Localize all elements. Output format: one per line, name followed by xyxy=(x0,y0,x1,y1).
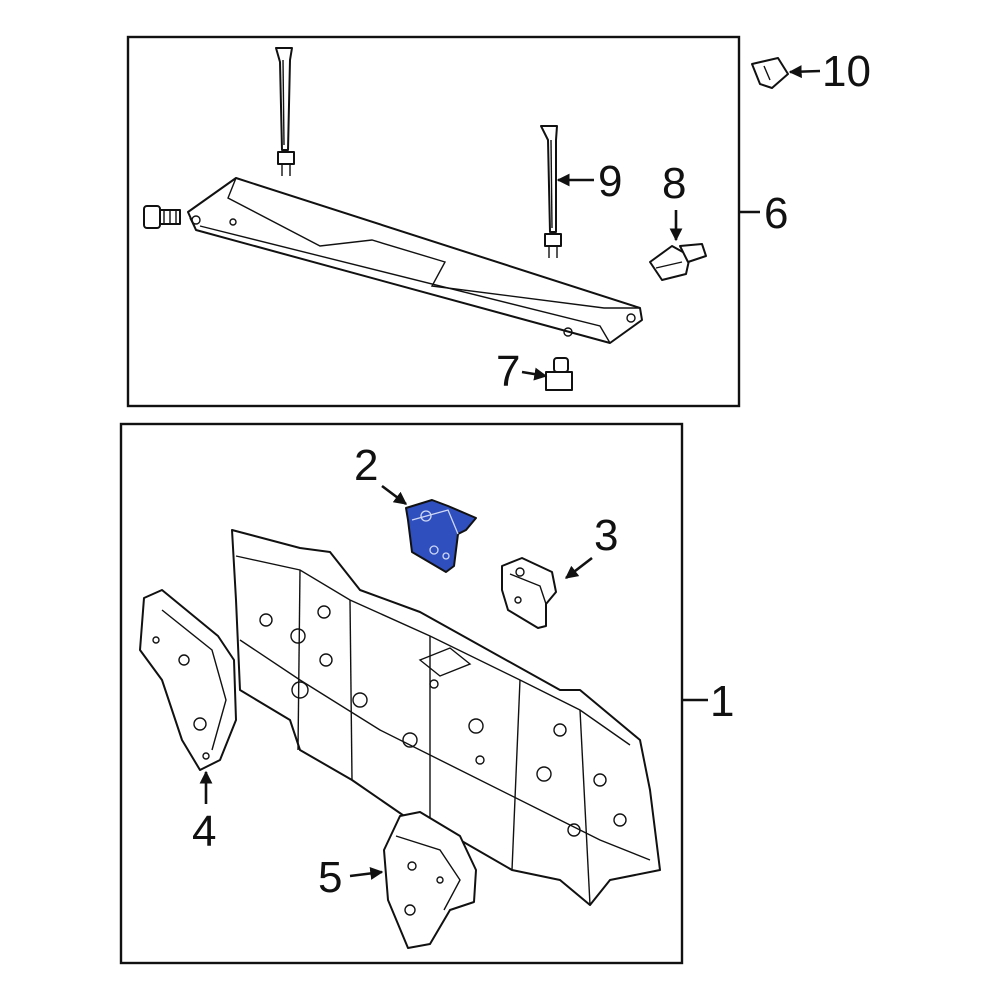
callout-8: 8 xyxy=(662,159,686,208)
rear-panel-box xyxy=(119,422,684,965)
clip-10 xyxy=(751,57,789,89)
bracket-4 xyxy=(139,589,237,771)
rear-body-panel xyxy=(231,529,661,906)
clip-8 xyxy=(649,243,707,281)
callout-10: 10 xyxy=(822,47,871,96)
bracket-5 xyxy=(383,811,477,949)
bracket-3 xyxy=(501,557,557,629)
bracket-2-highlighted xyxy=(405,499,477,573)
leader-2 xyxy=(381,484,408,506)
callout-5: 5 xyxy=(318,853,342,902)
package-tray xyxy=(187,177,643,344)
callout-7: 7 xyxy=(496,347,520,396)
leader-10 xyxy=(788,65,821,79)
tray-assembly-box xyxy=(126,35,741,408)
leader-3 xyxy=(564,556,593,580)
callout-4: 4 xyxy=(192,807,216,856)
callout-3: 3 xyxy=(594,511,618,560)
callout-6: 6 xyxy=(764,189,788,238)
bolt-7 xyxy=(545,357,573,391)
callout-1: 1 xyxy=(710,677,734,726)
tray-strap-left xyxy=(275,47,295,176)
tray-bolt-left xyxy=(143,205,181,229)
bracket-2-shape xyxy=(405,499,477,573)
leader-5 xyxy=(349,867,384,880)
callout-2: 2 xyxy=(354,441,378,490)
tray-strap-right xyxy=(540,125,562,258)
callout-9: 9 xyxy=(598,157,622,206)
leader-7 xyxy=(521,367,548,381)
